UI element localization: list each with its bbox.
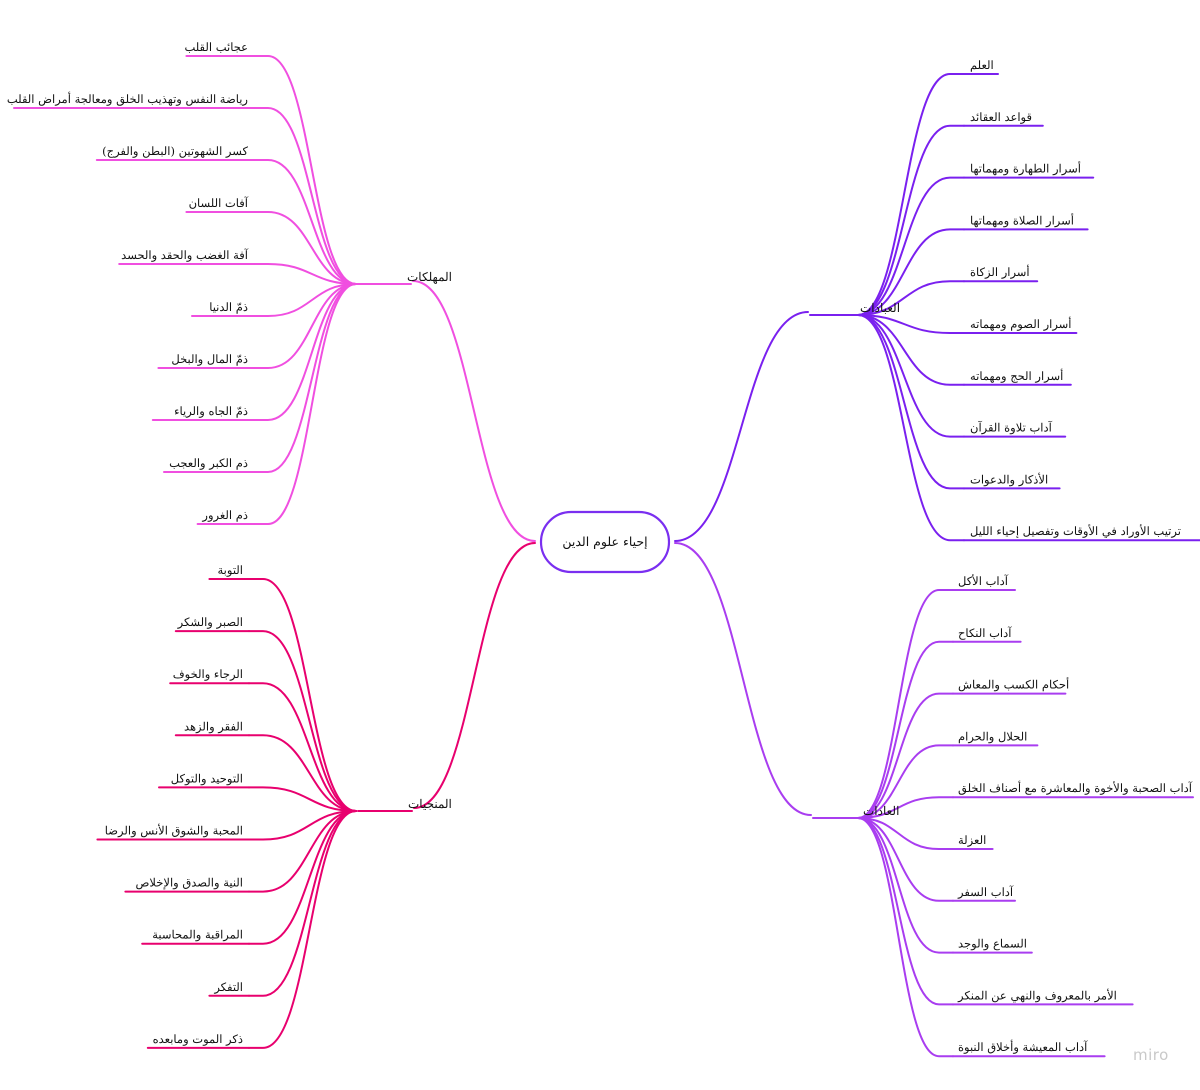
ibadat-leaf-label[interactable]: أسرار الصلاة ومهماتها <box>970 212 1074 227</box>
munjiyat-branch-label[interactable]: المنجيات <box>408 797 452 811</box>
muhlikat-leaf-connector <box>253 283 357 317</box>
miro-watermark: miro <box>1133 1046 1169 1064</box>
adat-leaf-connector <box>857 589 954 819</box>
ibadat-leaf-label[interactable]: أسرار الصوم ومهماته <box>970 316 1072 331</box>
muhlikat-leaf-connector <box>253 263 357 285</box>
adat-leaf-label[interactable]: الأمر بالمعروف والنهي عن المنكر <box>957 987 1117 1002</box>
munjiyat-leaf-connector <box>248 810 357 945</box>
ibadat-leaf-label[interactable]: آداب تلاوة القرآن <box>970 420 1053 435</box>
munjiyat-leaf-label[interactable]: المراقبة والمحاسبة <box>152 928 243 942</box>
ibadat-leaf-label[interactable]: أسرار الطهارة ومهماتها <box>970 161 1081 176</box>
munjiyat-leaf-connector <box>248 682 357 812</box>
munjiyat-leaf-label[interactable]: التوحيد والتوكل <box>171 771 243 785</box>
muhlikat-leaf-label[interactable]: ذمّ المال والبخل <box>171 352 248 366</box>
munjiyat-branch-connector <box>413 542 536 809</box>
adat-leaf-label[interactable]: آداب السفر <box>957 884 1014 899</box>
muhlikat-leaf-label[interactable]: آفات اللسان <box>189 195 249 210</box>
adat-leaf-label[interactable]: العزلة <box>958 833 986 847</box>
ibadat-leaf-connector <box>857 314 965 490</box>
muhlikat-leaf-connector <box>253 283 357 369</box>
ibadat-leaf-label[interactable]: العلم <box>970 58 994 72</box>
muhlikat-leaf-label[interactable]: ذمّ الجاه والرياء <box>174 404 248 418</box>
central-topic-label: إحياء علوم الدين <box>562 534 647 550</box>
munjiyat-leaf-connector <box>248 810 357 1049</box>
adat-leaf-label[interactable]: آداب الصحبة والأخوة والمعاشرة مع أصناف ا… <box>958 780 1193 795</box>
munjiyat-leaf-label[interactable]: النية والصدق والإخلاص <box>136 876 243 891</box>
mind-map-nodes: إحياء علوم الدين المهلكات عجائب القلب رياضة… <box>7 40 1193 1054</box>
adat-leaf-label[interactable]: آداب المعيشة وأخلاق النبوة <box>958 1039 1088 1054</box>
ibadat-leaf-label[interactable]: أسرار الحج ومهماته <box>970 368 1063 383</box>
ibadat-leaf-label[interactable]: أسرار الزكاة <box>970 264 1030 279</box>
muhlikat-leaf-connector <box>253 55 357 285</box>
ibadat-leaf-connector <box>857 280 965 316</box>
munjiyat-leaf-connector <box>248 810 357 841</box>
ibadat-leaf-connector <box>857 176 965 316</box>
munjiyat-leaf-connector <box>248 734 357 812</box>
munjiyat-leaf-connector <box>248 786 357 812</box>
ibadat-leaf-connector <box>857 314 965 438</box>
muhlikat-leaf-connector <box>253 283 357 473</box>
muhlikat-leaf-connector <box>253 211 357 285</box>
central-topic-node[interactable] <box>539 510 671 574</box>
munjiyat-leaf-label[interactable]: التوبة <box>218 563 243 577</box>
munjiyat-leaf-label[interactable]: الفقر والزهد <box>184 719 243 733</box>
muhlikat-branch-connector <box>412 280 536 542</box>
ibadat-leaf-label[interactable]: ترتيب الأوراد في الأوقات وتفصيل إحياء ال… <box>970 523 1181 539</box>
muhlikat-leaf-label[interactable]: آفة الغضب والحقد والحسد <box>121 247 249 262</box>
ibadat-leaf-label[interactable]: قواعد العقائد <box>970 110 1032 124</box>
adat-leaf-connector <box>857 817 954 954</box>
ibadat-leaf-connector <box>857 314 965 334</box>
adat-leaf-label[interactable]: الحلال والحرام <box>958 729 1027 743</box>
adat-leaf-connector <box>857 796 954 819</box>
munjiyat-leaf-connector <box>248 630 357 812</box>
adat-leaf-label[interactable]: السماع والوجد <box>958 937 1027 951</box>
adat-leaf-connector <box>857 817 954 902</box>
muhlikat-leaf-connector <box>253 159 357 285</box>
muhlikat-leaf-label[interactable]: كسر الشهوتين (البطن والفرج) <box>102 144 248 158</box>
ibadat-leaf-connector <box>857 314 965 386</box>
muhlikat-leaf-label[interactable]: ذم الكبر والعجب <box>169 456 248 470</box>
muhlikat-leaf-connector <box>253 107 357 285</box>
munjiyat-leaf-connector <box>248 810 357 893</box>
adat-leaf-label[interactable]: آداب الأكل <box>958 573 1009 588</box>
ibadat-leaf-label[interactable]: الأذكار والدعوات <box>970 471 1048 486</box>
ibadat-branch-connector <box>674 311 809 542</box>
munjiyat-leaf-label[interactable]: التفكر <box>213 980 243 994</box>
munjiyat-leaf-label[interactable]: المحبة والشوق الأنس والرضا <box>105 823 243 838</box>
ibadat-leaf-connector <box>857 124 965 316</box>
adat-leaf-connector <box>857 692 954 819</box>
muhlikat-leaf-label[interactable]: ذم الغرور <box>201 508 248 522</box>
munjiyat-leaf-label[interactable]: الرجاء والخوف <box>173 667 243 681</box>
ibadat-leaf-connector <box>857 73 965 316</box>
ibadat-leaf-connector <box>857 228 965 316</box>
adat-leaf-connector <box>857 817 954 1058</box>
munjiyat-leaf-connector <box>248 810 357 997</box>
munjiyat-leaf-label[interactable]: ذكر الموت ومابعده <box>153 1032 243 1046</box>
mind-map-connectors <box>13 55 1200 1058</box>
muhlikat-leaf-label[interactable]: ذمّ الدنيا <box>209 300 248 314</box>
muhlikat-leaf-connector <box>253 283 357 421</box>
muhlikat-branch-label[interactable]: المهلكات <box>407 270 452 284</box>
ibadat-branch-label[interactable]: العبادات <box>860 301 900 315</box>
adat-branch-connector <box>674 542 812 816</box>
adat-leaf-connector <box>857 817 954 1006</box>
adat-leaf-label[interactable]: آداب النكاح <box>958 625 1012 640</box>
adat-leaf-connector <box>857 744 954 819</box>
adat-leaf-connector <box>857 640 954 819</box>
muhlikat-leaf-label[interactable]: عجائب القلب <box>184 40 248 54</box>
munjiyat-leaf-connector <box>248 578 357 812</box>
adat-branch-label[interactable]: العادات <box>863 804 899 818</box>
munjiyat-leaf-label[interactable]: الصبر والشكر <box>177 615 243 629</box>
adat-leaf-label[interactable]: أحكام الكسب والمعاش <box>958 677 1069 692</box>
ibadat-leaf-connector <box>857 314 965 542</box>
muhlikat-leaf-label[interactable]: رياضة النفس وتهذيب الخلق ومعالجة أمراض ا… <box>7 91 249 106</box>
muhlikat-leaf-connector <box>253 283 357 525</box>
adat-leaf-connector <box>857 817 954 850</box>
